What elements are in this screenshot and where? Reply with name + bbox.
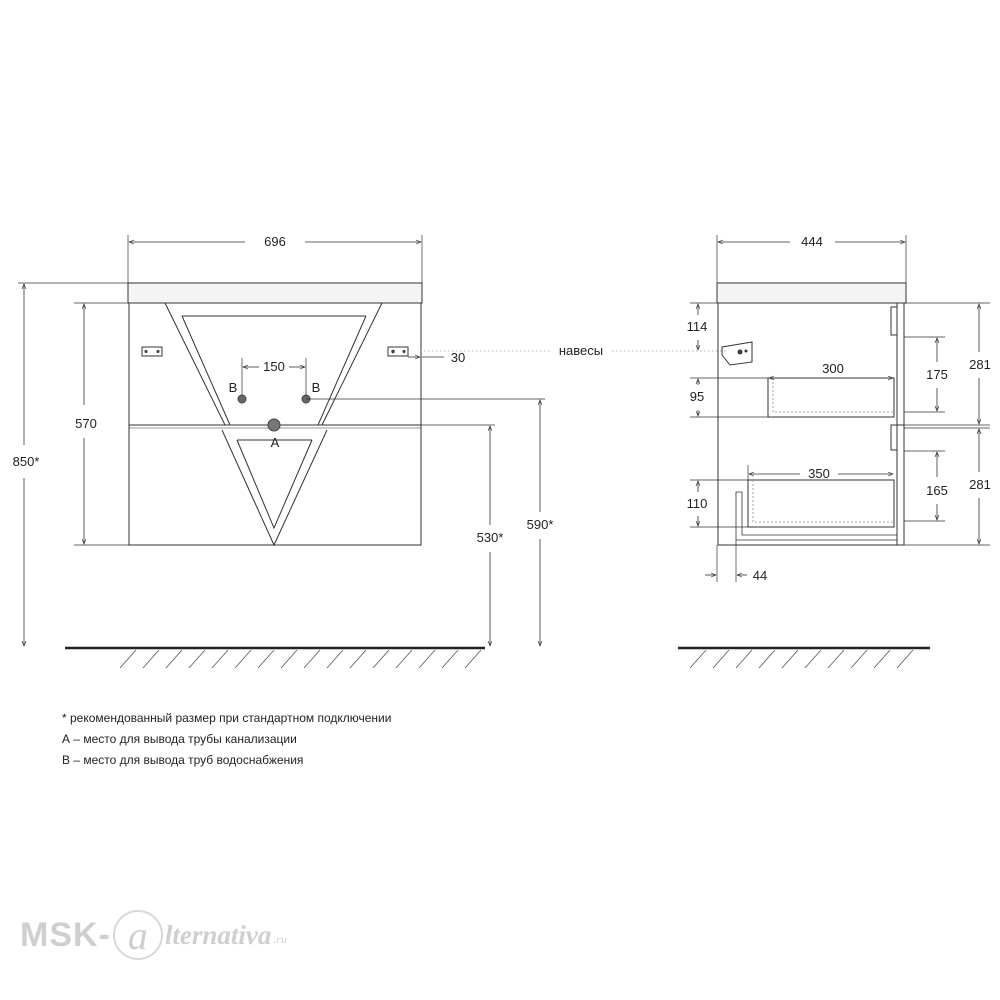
drain-label: A bbox=[271, 435, 280, 450]
upper-drawer bbox=[767, 377, 895, 418]
lower-drawer-height-label: 165 bbox=[926, 483, 948, 498]
v-decoration-upper bbox=[164, 302, 383, 426]
dimension-labels: 696 570 850* 150 B B A 30 530* 590* наве… bbox=[13, 234, 991, 583]
hinge-top-label: 114 bbox=[687, 319, 708, 334]
width-label: 696 bbox=[264, 234, 286, 249]
hinge-plate-right bbox=[387, 346, 409, 357]
water-height-label: 590* bbox=[527, 517, 554, 532]
notes-list: * рекомендованный размер при стандартном… bbox=[62, 708, 391, 771]
upper-gap-label: 95 bbox=[690, 389, 704, 404]
wall-gap-label: 44 bbox=[753, 568, 767, 583]
watermark-suffix: .ru bbox=[273, 931, 288, 946]
pipe-spacing-label: 150 bbox=[263, 359, 285, 374]
side-body bbox=[717, 302, 905, 546]
note-recommended: * рекомендованный размер при стандартном… bbox=[62, 711, 392, 725]
side-countertop bbox=[716, 282, 907, 304]
upper-drawer-depth-label: 300 bbox=[822, 361, 844, 376]
upper-drawer-height-label: 175 bbox=[926, 367, 948, 382]
note-water: В – место для вывода труб водоснабжения bbox=[62, 753, 304, 767]
hinge-offset-label: 30 bbox=[451, 350, 465, 365]
drain-outlet bbox=[267, 418, 281, 432]
drain-height-label: 530* bbox=[477, 530, 504, 545]
side-view bbox=[690, 235, 990, 582]
watermark-circle: a bbox=[112, 910, 163, 960]
v-decoration-lower bbox=[221, 429, 328, 547]
side-hinge bbox=[721, 341, 753, 366]
lower-drawer bbox=[747, 479, 895, 528]
side-floor bbox=[678, 646, 930, 669]
lower-handle bbox=[890, 424, 898, 451]
hinge-callout-label: навесы bbox=[559, 343, 603, 358]
lower-drawer-depth-label: 350 bbox=[808, 466, 830, 481]
lower-front-height-label: 281 bbox=[969, 477, 991, 492]
depth-label: 444 bbox=[801, 234, 823, 249]
door-height-label: 570 bbox=[75, 416, 97, 431]
front-floor bbox=[65, 646, 485, 669]
upper-front-height-label: 281 bbox=[969, 357, 991, 372]
front-view bbox=[18, 235, 545, 646]
cabinet-body bbox=[128, 302, 422, 546]
water-inlet-left-label: B bbox=[229, 380, 238, 395]
watermark-part2: lternativa bbox=[164, 919, 272, 950]
water-inlet-right-label: B bbox=[312, 380, 321, 395]
water-inlet-left bbox=[237, 394, 247, 404]
watermark-logo: MSK- a lternativa .ru bbox=[20, 910, 350, 960]
hinge-plate-left bbox=[141, 346, 163, 357]
note-drain: А – место для вывода трубы канализации bbox=[62, 732, 297, 746]
lower-gap-label: 110 bbox=[687, 496, 708, 511]
upper-handle bbox=[890, 306, 898, 336]
total-height-label: 850* bbox=[13, 454, 40, 469]
watermark-part1: MSK- bbox=[20, 915, 111, 954]
countertop bbox=[127, 282, 423, 304]
